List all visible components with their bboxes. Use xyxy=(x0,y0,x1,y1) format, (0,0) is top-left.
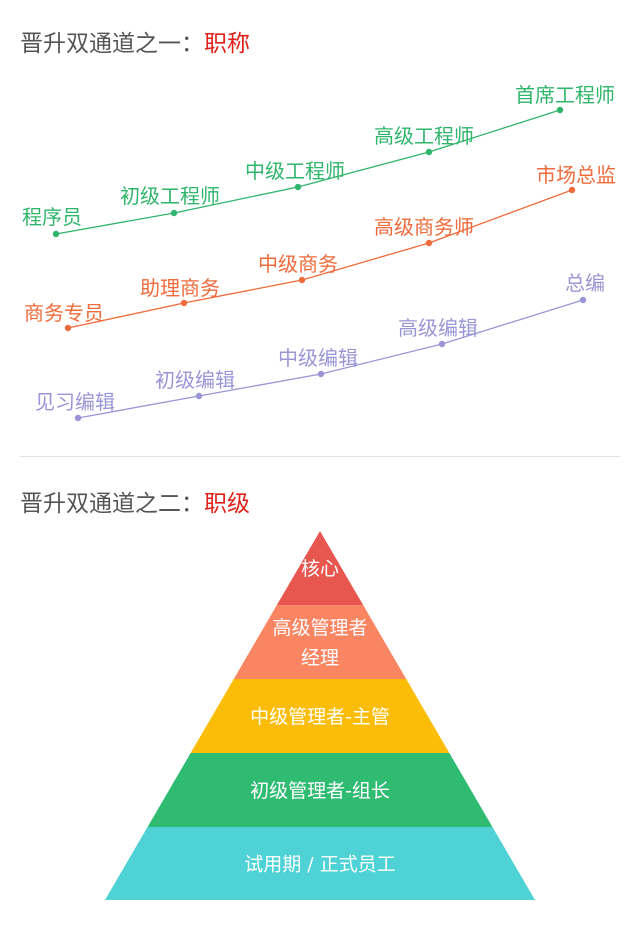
track-node xyxy=(425,239,433,247)
track-label: 初级工程师 xyxy=(120,184,220,208)
track-label: 中级编辑 xyxy=(278,346,358,370)
track-node xyxy=(579,296,587,304)
track-node xyxy=(568,186,576,194)
section-title-prefix: 晋升双通道之二： xyxy=(20,491,204,517)
title-track: 程序员 初级工程师 中级工程师 高级工程师 首席工程师 xyxy=(22,83,615,238)
track-node xyxy=(298,276,306,284)
track-node xyxy=(294,183,302,191)
pyramid-tier-3 xyxy=(190,679,450,753)
track-label: 见习编辑 xyxy=(35,390,115,414)
pyramid-tier-label: 核心 xyxy=(301,558,339,580)
section-title-accent: 职级 xyxy=(204,491,250,517)
pyramid-tier-4 xyxy=(147,753,493,827)
pyramid-tier-2 xyxy=(233,605,407,679)
track-label: 首席工程师 xyxy=(515,83,615,107)
pyramid-tier-5 xyxy=(105,827,535,900)
pyramid-tier-label: 初级管理者-组长 xyxy=(250,780,390,802)
track-node xyxy=(64,324,72,332)
track-label: 总编 xyxy=(565,271,605,295)
track-node xyxy=(317,370,325,378)
track-label: 中级商务 xyxy=(258,252,338,276)
pyramid-tier-label: 经理 xyxy=(301,647,339,669)
track-label: 高级编辑 xyxy=(398,316,478,340)
section-title-prefix: 晋升双通道之一： xyxy=(20,31,204,57)
section-divider xyxy=(20,456,620,457)
track-label: 市场总监 xyxy=(536,163,616,187)
track-node xyxy=(556,106,564,114)
track-node xyxy=(170,209,178,217)
track-node xyxy=(52,230,60,238)
section-title-professional: 晋升双通道之一：职称 xyxy=(20,24,250,58)
pyramid-tier-label: 试用期 / 正式员工 xyxy=(244,854,395,876)
track-label: 中级工程师 xyxy=(245,159,345,183)
pyramid-tier-1 xyxy=(276,531,364,605)
track-node xyxy=(74,414,82,422)
section-title-accent: 职称 xyxy=(204,31,250,57)
business-track: 商务专员 助理商务 中级商务 高级商务师 市场总监 xyxy=(24,163,616,332)
track-node xyxy=(438,340,446,348)
track-label: 高级商务师 xyxy=(374,215,474,239)
track-label: 商务专员 xyxy=(24,301,104,325)
section-title-rank: 晋升双通道之二：职级 xyxy=(20,484,250,518)
track-node xyxy=(195,392,203,400)
track-node xyxy=(180,299,188,307)
track-label: 高级工程师 xyxy=(374,124,474,148)
track-label: 助理商务 xyxy=(140,276,220,300)
track-node xyxy=(425,148,433,156)
editor-track: 见习编辑 初级编辑 中级编辑 高级编辑 总编 xyxy=(35,271,605,422)
track-label: 程序员 xyxy=(22,205,82,229)
pyramid-tier-label: 高级管理者 xyxy=(272,617,367,639)
pyramid-tier-label: 中级管理者-主管 xyxy=(250,706,390,728)
track-label: 初级编辑 xyxy=(155,368,235,392)
